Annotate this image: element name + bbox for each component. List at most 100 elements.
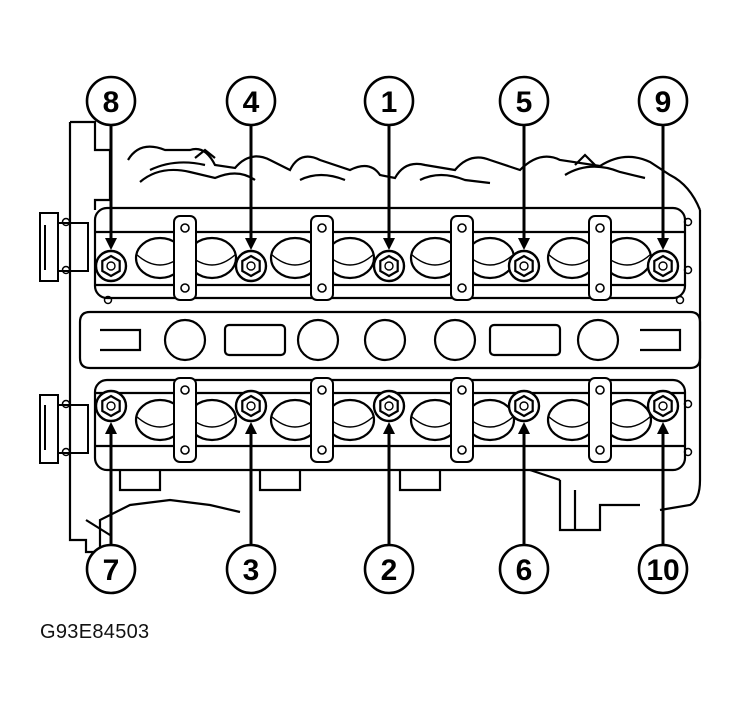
bearing-caps (61, 215, 693, 463)
head-bolt (241, 394, 261, 418)
fastener-dot (683, 265, 693, 275)
cap-bolt (317, 283, 327, 293)
head-bolt-center (384, 261, 394, 271)
callout-circle (85, 543, 137, 595)
callout-arrowhead (245, 238, 257, 250)
cap-bolt (457, 223, 467, 233)
cap-bolt (180, 385, 190, 395)
callout-arrowhead (245, 422, 257, 434)
cap-bolt (180, 223, 190, 233)
cap-bolt (317, 223, 327, 233)
left-end-cap-lower (39, 394, 89, 464)
bearing-cap (310, 377, 334, 463)
cap-bolt (317, 445, 327, 455)
head-bolt (101, 394, 121, 418)
spark-plug-gallery (78, 310, 702, 370)
head-bolt-center (106, 261, 116, 271)
callout-number: 8 (103, 86, 120, 119)
cap-bolt (180, 283, 190, 293)
cap-bolt (595, 283, 605, 293)
fastener-dot (683, 217, 693, 227)
head-bolt (653, 254, 673, 278)
cap-bolt (595, 385, 605, 395)
callout-arrowhead (657, 238, 669, 250)
callout-circle (637, 543, 689, 595)
callout-arrowhead (105, 238, 117, 250)
figure-id-caption: G93E84503 (40, 621, 150, 643)
callout-number: 9 (655, 86, 672, 119)
head-bolt-center (246, 401, 256, 411)
bearing-cap (173, 215, 197, 301)
cap-bolt (457, 283, 467, 293)
head-bolt (379, 394, 399, 418)
callout-circle (498, 75, 550, 127)
callout-10: 10 (637, 422, 689, 595)
callout-arrowhead (383, 238, 395, 250)
cap-bolt (457, 385, 467, 395)
callout-number: 3 (243, 554, 260, 587)
head-bolt-center (519, 401, 529, 411)
cap-bolt (595, 445, 605, 455)
head-bolt-center (384, 401, 394, 411)
callout-number: 5 (516, 86, 533, 119)
fastener-dot (683, 399, 693, 409)
callout-arrowhead (518, 238, 530, 250)
bearing-cap (310, 215, 334, 301)
callout-circle (363, 75, 415, 127)
callout-5: 5 (498, 75, 550, 250)
head-bolt-center (519, 261, 529, 271)
callout-number: 4 (243, 86, 260, 119)
head-bolt (241, 254, 261, 278)
callout-arrowhead (657, 422, 669, 434)
head-bolt (514, 394, 534, 418)
cap-bolt (595, 223, 605, 233)
bearing-cap (450, 215, 474, 301)
callout-number: 6 (516, 554, 533, 587)
bearing-cap (588, 377, 612, 463)
callout-circle (85, 75, 137, 127)
fastener-dot (675, 295, 685, 305)
callout-arrowhead (105, 422, 117, 434)
head-bolt-center (106, 401, 116, 411)
fastener-dot (61, 217, 71, 227)
tightening-sequence-callouts: 8 4 1 5 9 7 3 2 6 10 (85, 75, 689, 595)
callout-circle (363, 543, 415, 595)
callout-circle (637, 75, 689, 127)
head-bolt (653, 394, 673, 418)
fastener-dot (103, 295, 113, 305)
callout-2: 2 (363, 422, 415, 595)
callout-4: 4 (225, 75, 277, 250)
callout-number: 1 (381, 86, 398, 119)
callout-arrowhead (518, 422, 530, 434)
callout-number: 2 (381, 554, 398, 587)
cap-bolt (317, 385, 327, 395)
fastener-dot (61, 447, 71, 457)
head-bolt (379, 254, 399, 278)
callout-number: 10 (646, 554, 679, 587)
callout-3: 3 (225, 422, 277, 595)
callout-circle (225, 75, 277, 127)
head-bolt (514, 254, 534, 278)
cap-bolt (180, 445, 190, 455)
fastener-dot (61, 265, 71, 275)
bearing-cap (450, 377, 474, 463)
callout-number: 7 (103, 554, 120, 587)
fastener-dot (683, 447, 693, 457)
head-bolts (94, 249, 680, 423)
head-bolt (101, 254, 121, 278)
bearing-cap (588, 215, 612, 301)
callout-arrowhead (383, 422, 395, 434)
cylinder-head-outline (68, 120, 702, 554)
callout-1: 1 (363, 75, 415, 250)
bearing-cap (173, 377, 197, 463)
callout-circle (498, 543, 550, 595)
callout-9: 9 (637, 75, 689, 250)
callout-8: 8 (85, 75, 137, 250)
fastener-dot (61, 399, 71, 409)
callout-7: 7 (85, 422, 137, 595)
cap-bolt (457, 445, 467, 455)
callout-6: 6 (498, 422, 550, 595)
left-end-cap-upper (39, 212, 89, 282)
head-bolt-center (658, 401, 668, 411)
